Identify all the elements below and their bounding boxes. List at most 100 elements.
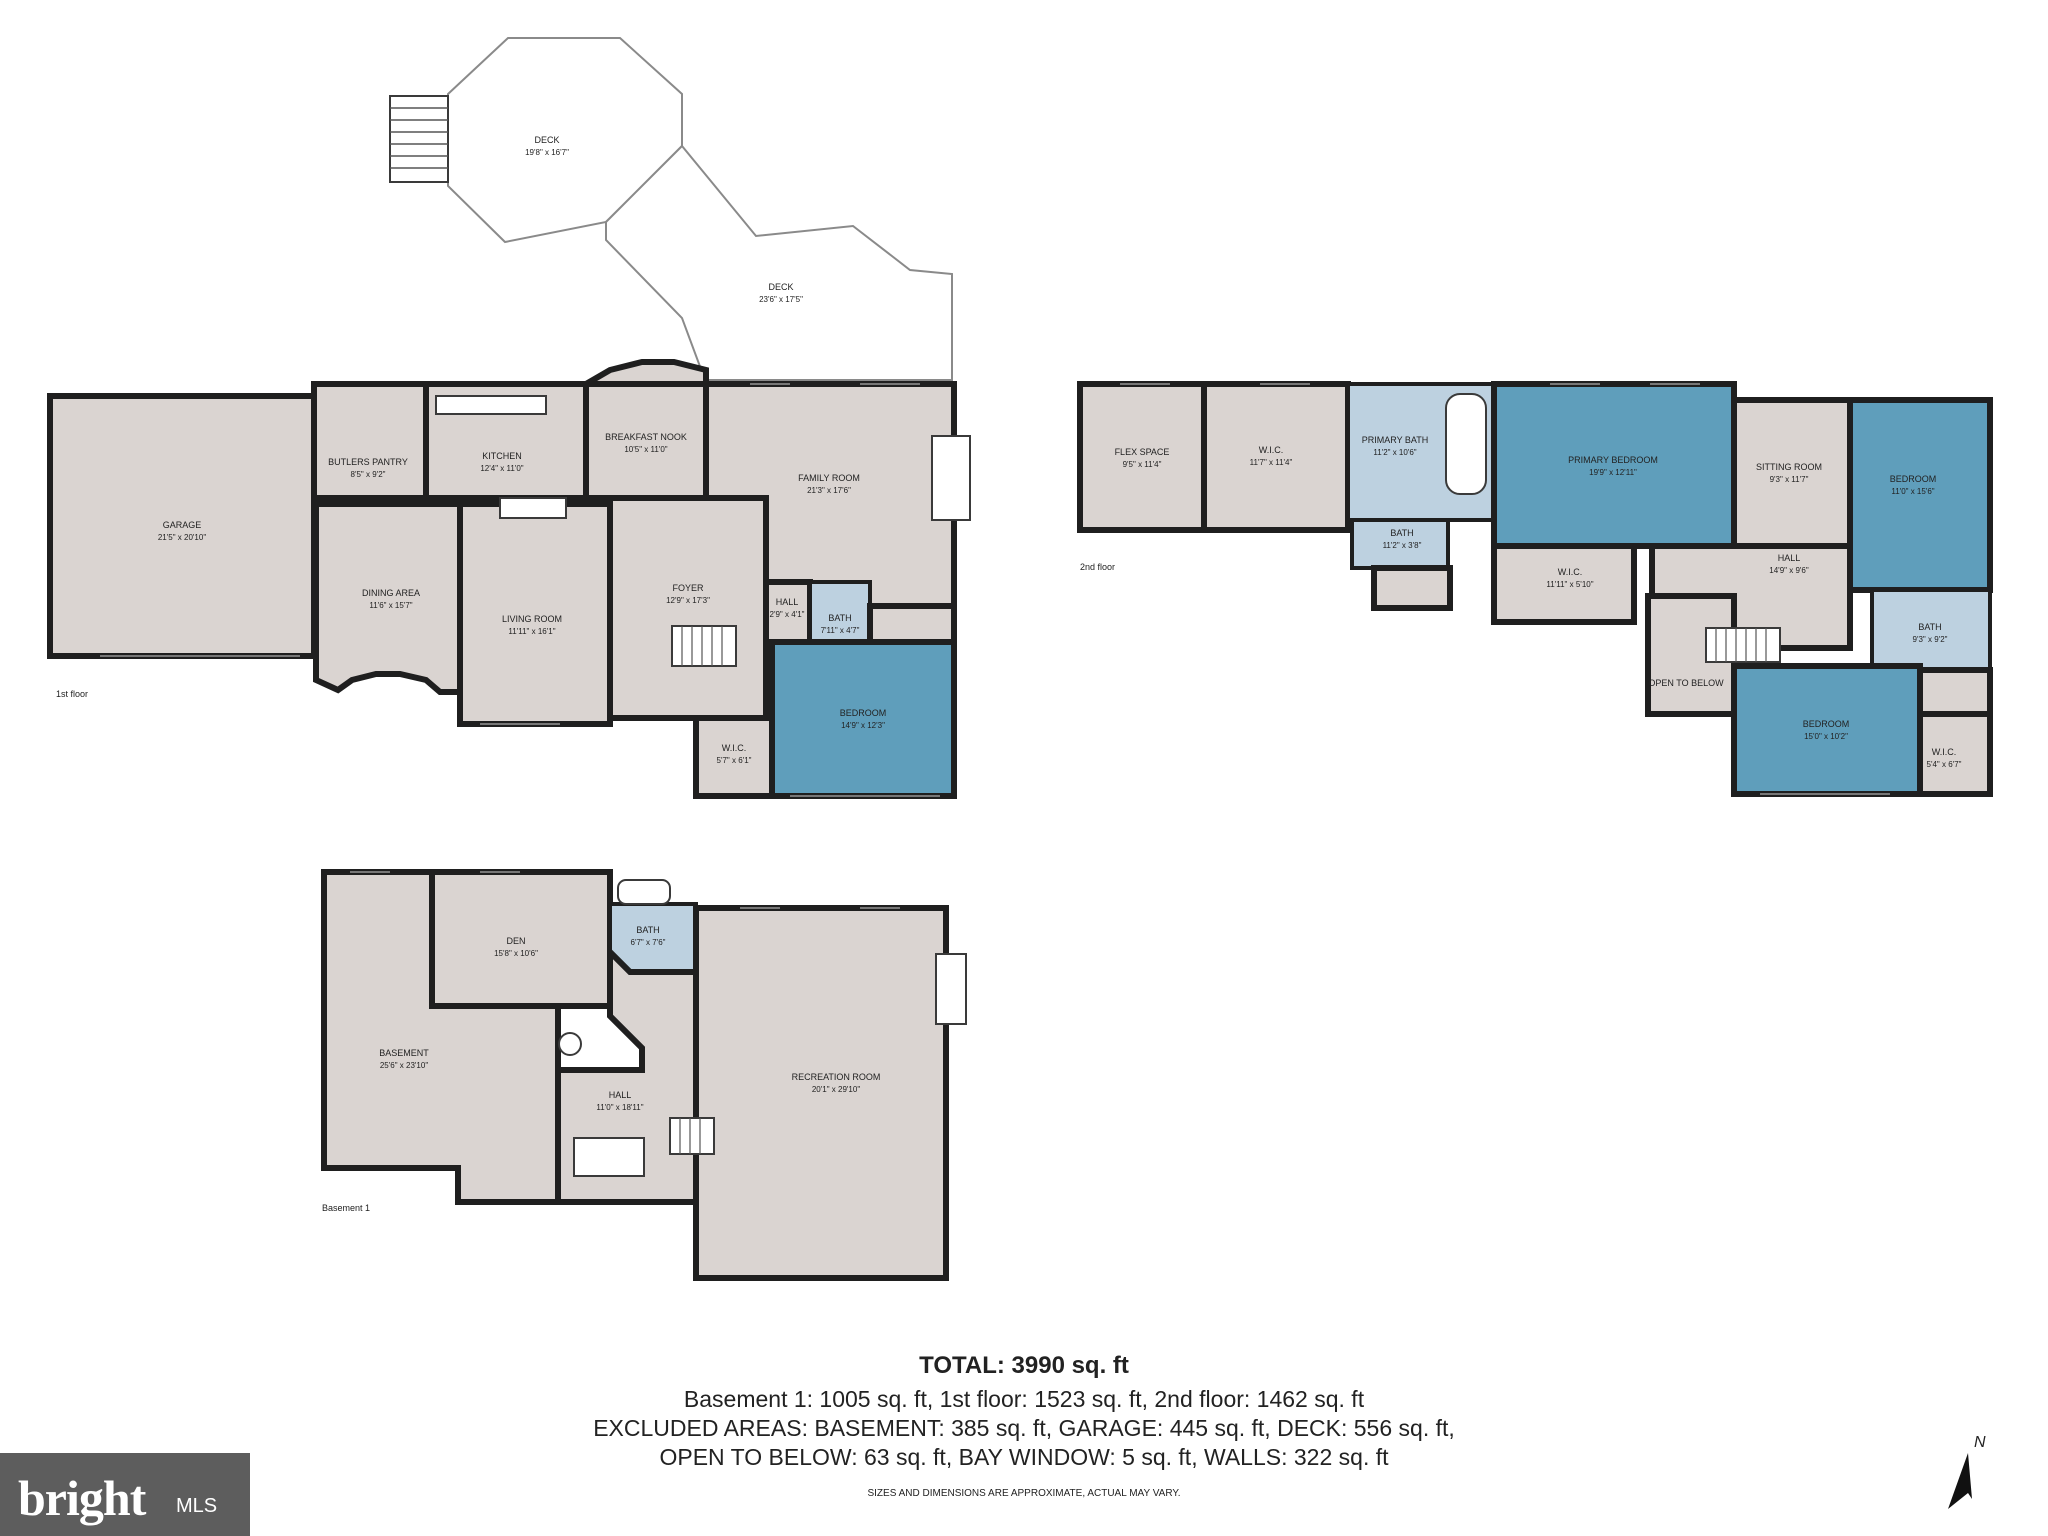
label-family-room: FAMILY ROOM bbox=[798, 473, 860, 483]
dim-bath-basement: 6'7" x 7'6" bbox=[631, 938, 666, 947]
north-label: N bbox=[1974, 1434, 1986, 1451]
label-butlers-pantry: BUTLERS PANTRY bbox=[328, 457, 408, 467]
basement-fireplace bbox=[935, 953, 967, 1025]
label-kitchen: KITCHEN bbox=[482, 451, 522, 461]
room-foyer bbox=[607, 495, 769, 721]
dim-family-room: 21'3" x 17'6" bbox=[807, 486, 851, 495]
dim-wic-2nd-c: 5'4" x 6'7" bbox=[1927, 760, 1962, 769]
area-breakdown: Basement 1: 1005 sq. ft, 1st floor: 1523… bbox=[683, 1386, 1365, 1412]
kitchen-counter bbox=[435, 395, 547, 415]
label-den: DEN bbox=[506, 936, 525, 946]
room-sitting-room bbox=[1731, 397, 1853, 549]
label-sitting-room: SITTING ROOM bbox=[1756, 462, 1822, 472]
label-hall-1st: HALL bbox=[776, 597, 799, 607]
dim-foyer: 12'9" x 17'3" bbox=[666, 596, 710, 605]
north-arrow-shape bbox=[1948, 1453, 1972, 1509]
deck-stairs bbox=[389, 95, 449, 183]
dim-recreation-room: 20'1" x 29'10" bbox=[812, 1085, 860, 1094]
label-open-to-below: OPEN TO BELOW bbox=[1648, 678, 1724, 688]
water-heater bbox=[558, 1032, 582, 1056]
total-area-title: TOTAL: 3990 sq. ft bbox=[919, 1352, 1129, 1379]
north-arrow-icon: N bbox=[1948, 1434, 1986, 1509]
room-primary-bedroom bbox=[1491, 381, 1737, 549]
logo-brand: bright bbox=[18, 1470, 146, 1526]
second-floor-windows bbox=[1120, 383, 1890, 795]
basement-stairs bbox=[669, 1117, 715, 1155]
room-closet-1st bbox=[867, 603, 957, 645]
dim-hall-1st: 2'9" x 4'1" bbox=[770, 610, 805, 619]
label-basement: BASEMENT bbox=[379, 1048, 429, 1058]
label-garage: GARAGE bbox=[163, 520, 202, 530]
label-dining-area: DINING AREA bbox=[362, 588, 420, 598]
label-bath-basement: BATH bbox=[636, 925, 659, 935]
foyer-stairs-treads bbox=[681, 626, 723, 666]
room-bedroom-1st bbox=[769, 639, 957, 799]
dim-den: 15'8" x 10'6" bbox=[494, 949, 538, 958]
upper-stairs-treads bbox=[1715, 628, 1767, 662]
floor-label-2nd: 2nd floor bbox=[1080, 562, 1115, 572]
room-bath-2nd-b bbox=[1870, 588, 1992, 672]
room-bath-2nd-b-tub bbox=[1917, 667, 1993, 717]
label-recreation-room: RECREATION ROOM bbox=[792, 1072, 881, 1082]
room-wic-2nd-b bbox=[1491, 543, 1637, 625]
room-bedroom-2nd-b bbox=[1731, 663, 1923, 797]
disclaimer: SIZES AND DIMENSIONS ARE APPROXIMATE, AC… bbox=[867, 1488, 1181, 1499]
room-recreation-room bbox=[693, 905, 949, 1281]
label-wic-2nd-b: W.I.C. bbox=[1558, 567, 1583, 577]
dim-wic-1st: 5'7" x 6'1" bbox=[717, 756, 752, 765]
dim-hall-2nd: 14'9" x 9'6" bbox=[1769, 566, 1809, 575]
label-hall-basement: HALL bbox=[609, 1090, 632, 1100]
upper-stairs bbox=[1705, 627, 1781, 663]
dim-bath-1st: 7'11" x 4'7" bbox=[821, 626, 860, 635]
fireplace bbox=[931, 435, 971, 521]
dim-dining-area: 11'6" x 15'7" bbox=[369, 601, 412, 610]
room-bedroom-2nd-a bbox=[1847, 397, 1993, 593]
dim-wic-2nd-b: 11'11" x 5'10" bbox=[1546, 580, 1593, 589]
foyer-stairs bbox=[671, 625, 737, 667]
label-primary-bedroom: PRIMARY BEDROOM bbox=[1568, 455, 1658, 465]
dim-deck-lower: 23'6" x 17'5" bbox=[759, 295, 803, 304]
dim-kitchen: 12'4" x 11'0" bbox=[480, 464, 523, 473]
label-bath-1st: BATH bbox=[828, 613, 851, 623]
dim-bedroom-1st: 14'9" x 12'3" bbox=[841, 721, 885, 730]
dim-wic-2nd-a: 11'7" x 11'4" bbox=[1250, 458, 1293, 467]
label-flex-space: FLEX SPACE bbox=[1115, 447, 1170, 457]
label-hall-2nd: HALL bbox=[1778, 553, 1801, 563]
dim-bath-2nd-b: 9'3" x 9'2" bbox=[1913, 635, 1948, 644]
kitchen-island bbox=[499, 497, 567, 519]
label-wic-2nd-c: W.I.C. bbox=[1932, 747, 1957, 757]
label-living-room: LIVING ROOM bbox=[502, 614, 562, 624]
label-deck-upper: DECK bbox=[534, 135, 559, 145]
floor-label-basement: Basement 1 bbox=[322, 1203, 370, 1213]
deck-stairs-treads bbox=[390, 107, 448, 169]
dim-garage: 21'5" x 20'10" bbox=[158, 533, 206, 542]
dim-flex-space: 9'5" x 11'4" bbox=[1123, 460, 1162, 469]
dim-hall-basement: 11'0" x 18'11" bbox=[596, 1103, 643, 1112]
excluded-areas-cont: OPEN TO BELOW: 63 sq. ft, BAY WINDOW: 5 … bbox=[659, 1444, 1389, 1470]
dim-sitting-room: 9'3" x 11'7" bbox=[1770, 475, 1809, 484]
first-floor: DECK 19'8" x 16'7" DECK 23'6" x 17'5" GA… bbox=[47, 37, 971, 799]
excluded-areas: EXCLUDED AREAS: BASEMENT: 385 sq. ft, GA… bbox=[593, 1415, 1455, 1441]
second-floor: FLEX SPACE 9'5" x 11'4" W.I.C. 11'7" x 1… bbox=[1077, 381, 1993, 797]
label-bath-2nd-a: BATH bbox=[1390, 528, 1413, 538]
label-deck-lower: DECK bbox=[768, 282, 793, 292]
label-bedroom-2nd-a: BEDROOM bbox=[1890, 474, 1937, 484]
basement-floor: DEN 15'8" x 10'6" BATH 6'7" x 7'6" BASEM… bbox=[321, 869, 967, 1281]
primary-tub bbox=[1445, 393, 1487, 495]
room-closet-2nd bbox=[1371, 565, 1453, 611]
room-flex-space bbox=[1077, 381, 1207, 533]
label-bedroom-1st: BEDROOM bbox=[840, 708, 887, 718]
deck-lower bbox=[605, 144, 953, 381]
room-wic-2nd-a bbox=[1201, 381, 1351, 533]
room-butlers-pantry bbox=[311, 381, 429, 501]
room-wic-2nd-c bbox=[1917, 711, 1993, 797]
dim-bedroom-2nd-a: 11'0" x 15'6" bbox=[1891, 487, 1934, 496]
label-foyer: FOYER bbox=[672, 583, 704, 593]
basement-windows bbox=[350, 871, 900, 909]
dim-primary-bedroom: 19'9" x 12'11" bbox=[1589, 468, 1637, 477]
basement-tub bbox=[617, 879, 671, 905]
dim-bedroom-2nd-b: 15'0" x 10'2" bbox=[1804, 732, 1848, 741]
label-wic-1st: W.I.C. bbox=[722, 743, 747, 753]
floor-label-1st: 1st floor bbox=[56, 689, 88, 699]
